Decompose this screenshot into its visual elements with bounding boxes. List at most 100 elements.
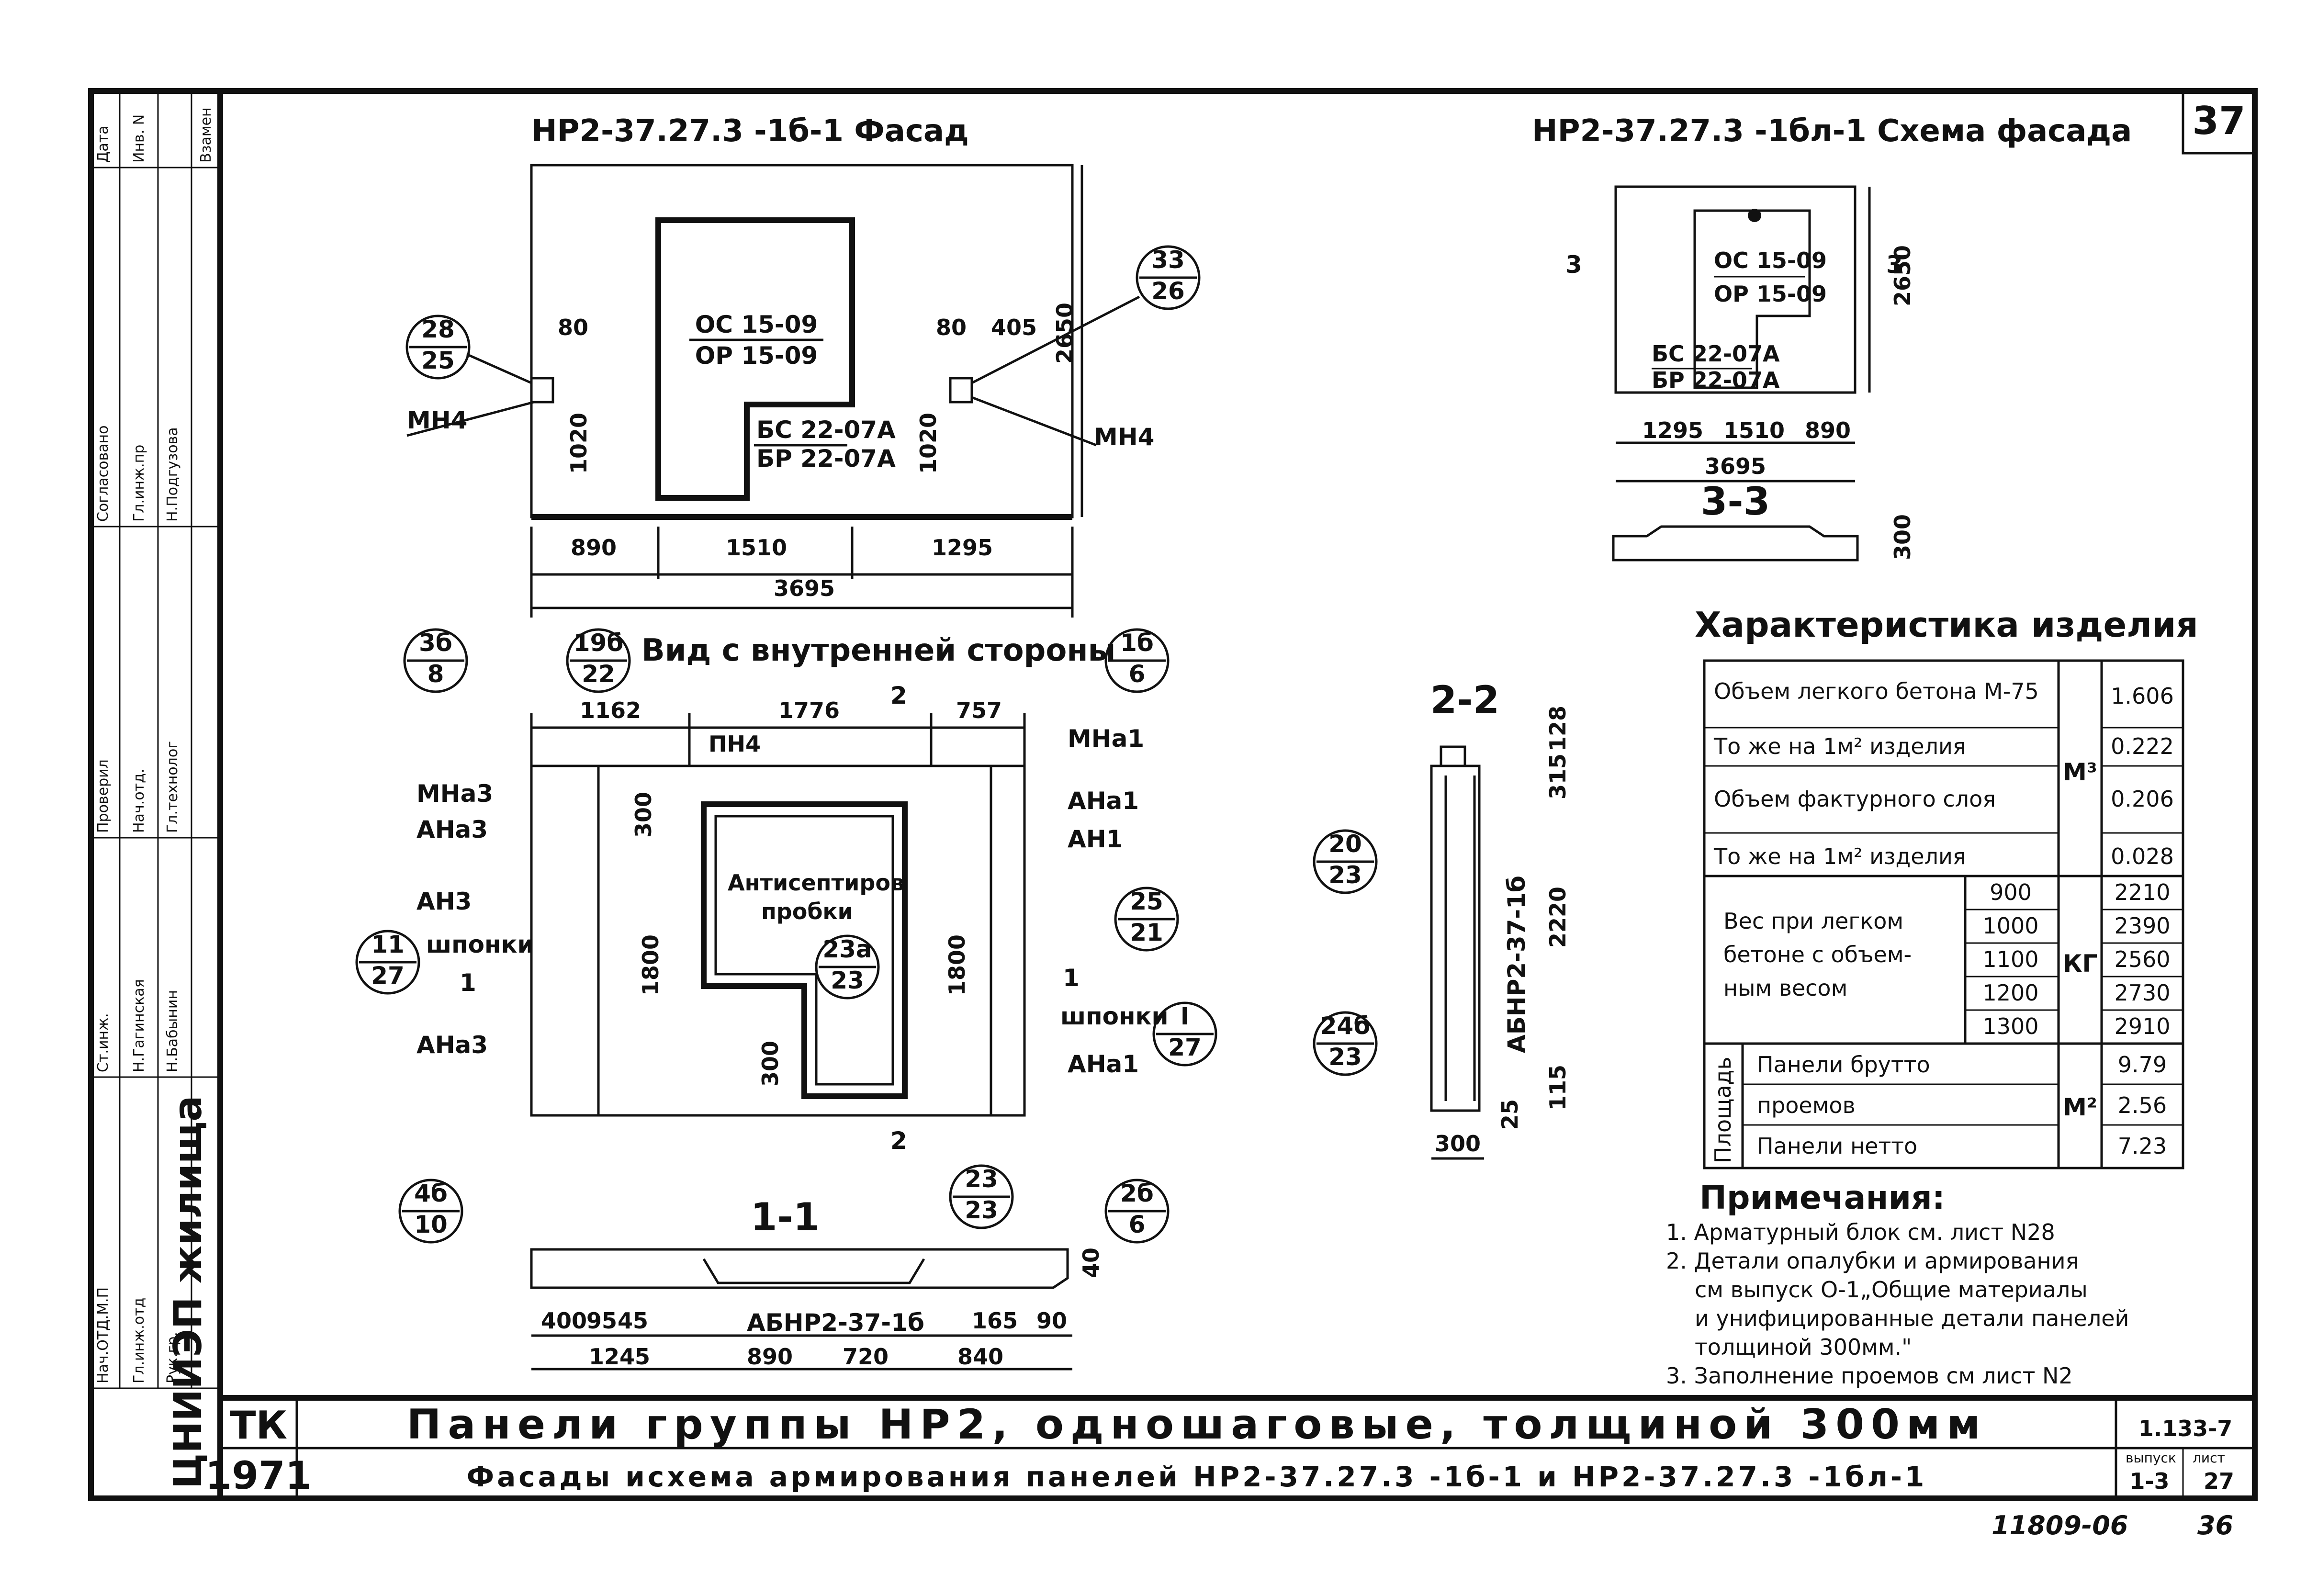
weight-label-line: бетоне с объем- [1723,942,1912,967]
callout-top: I [1181,1002,1190,1030]
callout-top: 1б [1120,629,1154,657]
note-line: 2. Детали опалубки и армирования [1666,1248,2079,1274]
stamp-row: Гл.технолог [164,741,181,833]
scheme-window-top: ОС 15-09 [1714,247,1827,273]
stamp-row: Ст.инж. [95,1013,112,1072]
weight-density: 1200 [1982,980,2038,1006]
label-pn4: ПН4 [709,731,761,757]
s11-dim-720: 720 [843,1344,889,1370]
char-title: Характеристика изделия [1695,605,2198,645]
section-11-title: 1-1 [751,1195,820,1239]
label-antiseptic: Антисептиров [728,870,904,896]
weight-label-line: Вес при легком [1723,908,1903,934]
stamp-row: Н.Подгузова [164,427,181,522]
callout-4b-10: 4б 10 [398,1179,463,1244]
dim-890: 890 [571,535,617,561]
char-row-label: То же на 1м² изделия [1713,843,1966,869]
callout-11-27: 11 27 [355,930,420,995]
char-row-label: То же на 1м² изделия [1713,733,1966,759]
callout-top: 3б [419,629,452,657]
title-line-1: Панели группы НР2, одношаговые, толщиной… [406,1401,1987,1449]
stamp-agreed: Согласовано [95,425,112,522]
char-row-label: Объем легкого бетона М-75 [1714,678,2039,704]
callout-bottom: 21 [1130,919,1163,946]
label-ana3-top: АНа3 [416,816,488,843]
char-row-value: 0.028 [2111,843,2174,869]
dim-3695: 3695 [774,575,835,601]
archive-number: 11809-06 [1992,1510,2128,1540]
title-line-2: Фасады исхема армирования панелей НР2-37… [467,1461,1927,1493]
s22-callout-a-top: 20 [1328,830,1362,858]
area-label: Панели брутто [1757,1052,1930,1078]
s11-rebar-label: АБНР2-37-1б [747,1309,924,1337]
stamp-row: Н.Гагинская [131,979,147,1072]
scheme-dim-1295: 1295 [1642,417,1703,443]
area-value: 7.23 [2118,1133,2167,1159]
stamp-inv: Инв. N [131,114,147,163]
callout-bottom: 22 [582,660,615,688]
scheme-cut-left: 3 [1565,251,1582,279]
title-sheet-label: лист [2193,1450,2225,1466]
scheme-dim-1510: 1510 [1723,417,1785,443]
stamp-row: Гл.инж.отд [131,1298,147,1383]
callout-bottom: 8 [428,660,444,688]
s11-dim-45: 45 [618,1308,648,1334]
weight-value: 2730 [2114,980,2170,1006]
label-an3: АН3 [416,888,472,915]
s22-callout-b-bottom: 23 [1328,1043,1362,1071]
stamp-row: Рук.гр. [164,1332,181,1383]
facade-window-top: ОС 15-09 [695,311,818,338]
label-ana1-bottom: АНа1 [1068,1050,1139,1078]
title-sheet: 27 [2204,1468,2234,1494]
label-mna3: МНа3 [416,780,493,808]
stamp-row: Нач.отд. [131,769,147,833]
callout-3b-8: 3б 8 [403,628,468,693]
dim-405: 405 [991,315,1037,340]
char-row-value: 1.606 [2111,683,2174,709]
inner-cut-1-left: 1 [460,969,476,997]
s11-dim-1245: 1245 [589,1344,650,1370]
scheme-title: НР2-37.27.3 -1бл-1 Схема фасада [1532,113,2132,149]
callout-I-27: I 27 [1152,1001,1217,1067]
title-code: ТК [230,1403,287,1448]
callout-top: 19б [574,629,624,657]
s11-dim-840: 840 [957,1344,1003,1370]
inner-cut-2-bottom: 2 [890,1127,907,1155]
inner-dim-1162: 1162 [580,697,641,723]
sheet-frame [88,88,2258,1501]
area-group-label: Площадь [1710,1057,1736,1163]
char-row-label: Объем фактурного слоя [1714,786,1996,812]
weight-value: 2560 [2114,946,2170,972]
inner-dim-757: 757 [956,697,1002,723]
s22-callout-b-top: 24б [1320,1012,1371,1040]
dim-1295: 1295 [932,535,993,561]
weight-value: 2910 [2114,1013,2170,1039]
callout-bottom: 27 [371,962,405,989]
s11-callout-top: 23 [965,1165,998,1193]
callout-bottom: 6 [1129,1211,1146,1238]
label-an1: АН1 [1068,825,1123,853]
s11-dim-40: 40 [1078,1248,1104,1278]
inner-dim-300-top: 300 [630,792,656,838]
s11-dim-890: 890 [747,1344,793,1370]
section-2-2: 2-2 300 128 315 2220 115 25 АБНР2-37-1б … [1313,678,1571,1160]
label-probki: пробки [761,899,853,924]
weight-density: 1100 [1982,946,2038,972]
inner-dim-1800-left: 1800 [638,934,664,996]
side-stamp: Дата Инв. N Взамен Согласовано Проверил … [91,91,220,1489]
callout-bottom: 6 [1129,660,1146,688]
s22-dim-25: 25 [1497,1099,1523,1130]
scheme-cut-right: 3 [1886,251,1903,279]
note-line: 3. Заполнение проемов см лист N2 [1666,1363,2073,1389]
weight-density: 1000 [1982,913,2038,939]
archive-sheet: 36 [2197,1510,2233,1540]
note-line: см выпуск О-1„Общие материалы [1695,1277,2088,1303]
callout-2b-6: 2б 6 [1104,1179,1170,1244]
s22-dim-2220: 2220 [1545,887,1571,948]
inner-dim-1800-right: 1800 [944,934,970,996]
notes: Примечания: 1. Арматурный блок см. лист … [1666,1179,2129,1389]
weight-density: 900 [1990,879,2032,905]
callout-33-bottom: 26 [1151,277,1185,305]
callout-top: 4б [414,1180,448,1207]
